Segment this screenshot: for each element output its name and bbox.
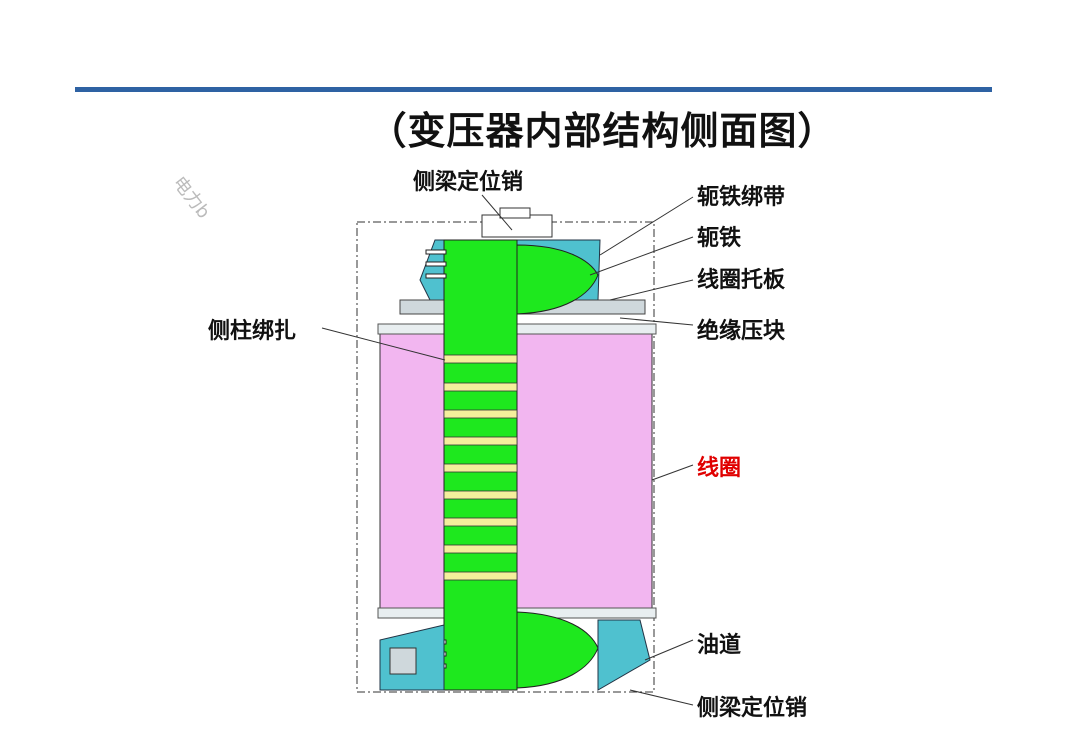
top-lamination-stubs xyxy=(426,250,446,278)
label-coil-plate: 线圈托板 xyxy=(697,262,785,294)
label-yoke-band: 轭铁绑带 xyxy=(697,179,785,211)
label-oil-duct: 油道 xyxy=(697,627,741,659)
label-insulation-block: 绝缘压块 xyxy=(697,313,785,345)
label-yoke: 轭铁 xyxy=(697,220,741,252)
label-coil: 线圈 xyxy=(697,450,741,482)
right-coil xyxy=(517,332,652,612)
bottom-right-clamp xyxy=(598,620,650,690)
label-top-pin: 侧梁定位销 xyxy=(413,164,523,196)
label-side-binding: 侧柱绑扎 xyxy=(208,313,296,345)
bottom-bolt xyxy=(390,648,416,674)
top-pin xyxy=(500,208,530,218)
bottom-yoke xyxy=(517,612,598,688)
left-coil xyxy=(380,332,444,612)
label-bottom-pin: 侧梁定位销 xyxy=(697,690,807,722)
limb-spacers xyxy=(444,355,517,580)
